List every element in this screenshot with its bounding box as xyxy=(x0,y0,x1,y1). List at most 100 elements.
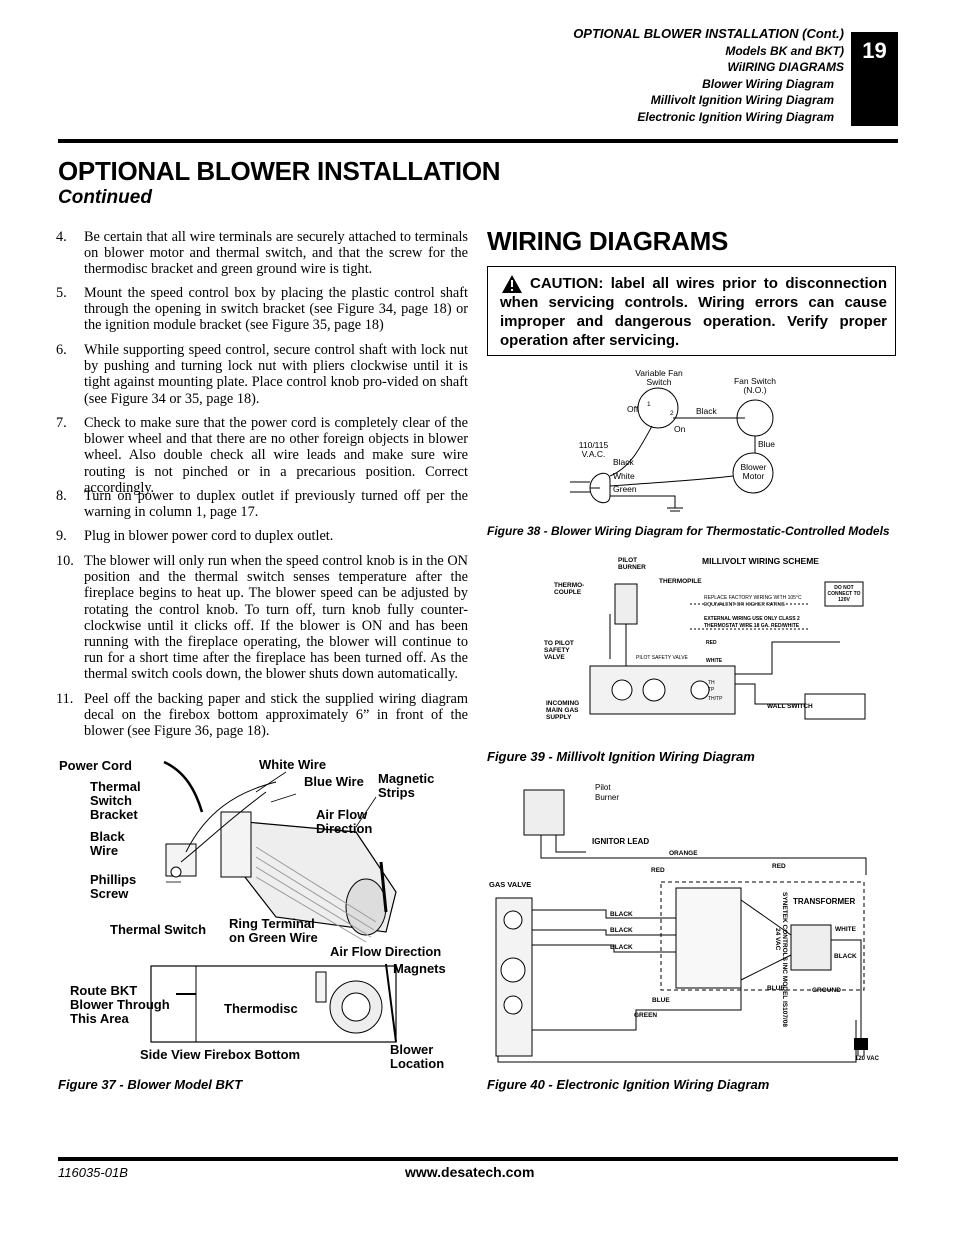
label-black-transformer: BLACK xyxy=(834,953,857,960)
figure-37-caption: Figure 37 - Blower Model BKT xyxy=(58,1077,243,1092)
section-title-right: WIRING DIAGRAMS xyxy=(487,226,729,256)
label-fan-switch-no: Fan Switch (N.O.) xyxy=(733,376,777,395)
step-item: 9.Plug in blower power cord to duplex ou… xyxy=(56,528,468,544)
header-rule xyxy=(58,139,898,143)
step-item: 11. Peel off the backing paper and stick … xyxy=(56,691,468,740)
header-line: Electronic Ignition Wiring Diagram xyxy=(637,109,834,124)
figure-39: PILOT BURNER MILLIVOLT WIRING SCHEME THE… xyxy=(540,554,870,729)
label-incoming-gas: INCOMING MAIN GAS SUPPLY xyxy=(546,700,580,721)
blower-illustration xyxy=(150,760,397,1043)
figure-39-caption: Figure 39 - Millivolt Ignition Wiring Di… xyxy=(487,749,755,764)
step-number: 6. xyxy=(56,342,67,358)
section-title: OPTIONAL BLOWER INSTALLATION xyxy=(58,156,501,186)
label-ignitor-lead: IGNITOR LEAD xyxy=(592,837,650,846)
figure-38-caption: Figure 38 - Blower Wiring Diagram for Th… xyxy=(487,524,890,538)
label-black-3: BLACK xyxy=(610,944,633,951)
label-2: 2 xyxy=(670,410,674,417)
label-thermodisc: Thermodisc xyxy=(224,1001,298,1016)
step-number: 7. xyxy=(56,415,67,431)
label-white: White xyxy=(613,471,635,481)
label-vac: 110/115 V.A.C. xyxy=(578,440,609,459)
step-text: Peel off the backing paper and stick the… xyxy=(84,691,468,740)
label-gas-valve: GAS VALVE xyxy=(489,880,532,889)
label-green: Green xyxy=(613,484,637,494)
caution-text: CAUTION: label all wires prior to discon… xyxy=(500,274,887,350)
label-black-wire: Black Wire xyxy=(90,829,125,858)
label-blue: Blue xyxy=(758,439,776,449)
label-side-view: Side View Firebox Bottom xyxy=(140,1047,301,1062)
figure-38: Variable Fan Switch Fan Switch (N.O.) Of… xyxy=(570,368,820,518)
label-do-not-connect: DO NOT CONNECT TO 120V xyxy=(827,585,861,603)
footer-rule xyxy=(58,1157,898,1161)
step-item: 8. Turn on power to duplex outlet if prev… xyxy=(56,488,468,520)
step-number: 11. xyxy=(56,691,74,707)
step-number: 4. xyxy=(56,229,67,245)
section-subtitle: Continued xyxy=(58,187,152,208)
label-variable-fan-switch: Variable Fan Switch xyxy=(635,368,683,387)
step-item: 7. Check to make sure that the power cord… xyxy=(56,415,468,496)
label-pilot-burner: PILOT BURNER xyxy=(618,557,646,571)
figure-40: Pilot Burner IGNITOR LEAD ORANGE RED GAS… xyxy=(486,780,896,1070)
caution-body: CAUTION: label all wires prior to discon… xyxy=(500,275,887,349)
website-link[interactable]: www.desatech.com xyxy=(405,1164,535,1180)
step-text: Turn on power to duplex outlet if previo… xyxy=(84,488,468,521)
electronic-ignition-diagram xyxy=(495,789,868,1063)
label-pilot-burner-40: Pilot Burner xyxy=(595,783,620,802)
label-black-1: BLACK xyxy=(610,911,633,918)
label-120-vac: 120 VAC xyxy=(855,1056,879,1062)
label-white-wire: White Wire xyxy=(259,757,327,772)
label-blue-wire: Blue Wire xyxy=(304,774,364,789)
label-1: 1 xyxy=(647,401,651,408)
step-number: 5. xyxy=(56,285,67,301)
label-replace-wiring: REPLACE FACTORY WIRING WITH 105°C EQUIVA… xyxy=(704,595,802,608)
label-to-pilot-safety-valve: TO PILOT SAFETY VALVE xyxy=(544,640,574,661)
label-on: On xyxy=(674,424,686,434)
label-power-cord: Power Cord xyxy=(59,758,132,773)
label-red-2: RED xyxy=(772,863,786,870)
caution-box: CAUTION: label all wires prior to discon… xyxy=(487,266,896,356)
label-ring-terminal: Ring Terminal on Green Wire xyxy=(229,916,318,945)
label-thermal-switch: Thermal Switch xyxy=(110,922,207,937)
section-heading-left: OPTIONAL BLOWER INSTALLATION Continued xyxy=(58,156,501,209)
label-thermopile: THERMOPILE xyxy=(659,578,702,585)
document-number: 116035-01B xyxy=(58,1165,128,1180)
blower-wiring-diagram xyxy=(570,387,774,512)
label-pilot-safety-valve: PILOT SAFETY VALVE xyxy=(636,655,688,661)
figure-40-caption: Figure 40 - Electronic Ignition Wiring D… xyxy=(487,1077,770,1092)
label-millivolt-scheme: MILLIVOLT WIRING SCHEME xyxy=(702,556,819,566)
label-24-vac: 24 VAC xyxy=(774,928,781,951)
step-item: 4. Be certain that all wire terminals are… xyxy=(56,229,468,278)
step-number: 8. xyxy=(56,488,67,504)
label-black-top: Black xyxy=(696,406,717,416)
label-transformer: TRANSFORMER xyxy=(793,897,856,906)
step-text: Check to make sure that the power cord i… xyxy=(84,415,468,496)
step-text: The blower will only run when the speed … xyxy=(84,553,468,683)
label-blue-2: BLUE xyxy=(767,985,785,992)
label-external-wiring: EXTERNAL WIRING USE ONLY CLASS 2 THERMOS… xyxy=(704,616,800,629)
header-line: Blower Wiring Diagram xyxy=(702,76,834,91)
wiring-diagrams-heading: WIRING DIAGRAMS xyxy=(487,226,728,257)
label-blue-1: BLUE xyxy=(652,997,670,1004)
header-line: Millivolt Ignition Wiring Diagram xyxy=(650,93,834,107)
label-thermal-switch-bracket: Thermal Switch Bracket xyxy=(90,779,141,822)
label-white-40: WHITE xyxy=(835,926,856,933)
step-text: Be certain that all wire terminals are s… xyxy=(84,229,468,278)
label-ground: GROUND xyxy=(812,987,841,994)
header-line: WiIRING DIAGRAMS xyxy=(727,60,844,74)
warning-icon xyxy=(502,275,522,293)
page-number-tab: 19 xyxy=(851,32,898,126)
label-air-flow-direction: Air Flow Direction xyxy=(316,807,373,836)
header-line: OPTIONAL BLOWER INSTALLATION (Cont.) xyxy=(573,26,844,41)
label-magnetic-strips: Magnetic Strips xyxy=(378,771,435,800)
step-text: While supporting speed control, secure c… xyxy=(84,342,468,407)
label-black: Black xyxy=(613,457,634,467)
header-line: Models BK and BKT) xyxy=(725,43,844,58)
step-number: 10. xyxy=(56,553,74,569)
label-white: WHITE xyxy=(706,658,723,664)
label-route-bkt: Route BKT Blower Through This Area xyxy=(70,983,170,1026)
label-green-40: GREEN xyxy=(634,1012,658,1019)
label-wall-switch: WALL SWITCH xyxy=(767,703,813,710)
step-text: Plug in blower power cord to duplex outl… xyxy=(84,528,334,544)
figure-37: Power Cord White Wire Thermal Switch Bra… xyxy=(56,752,471,1092)
label-tp: TP xyxy=(708,687,715,693)
